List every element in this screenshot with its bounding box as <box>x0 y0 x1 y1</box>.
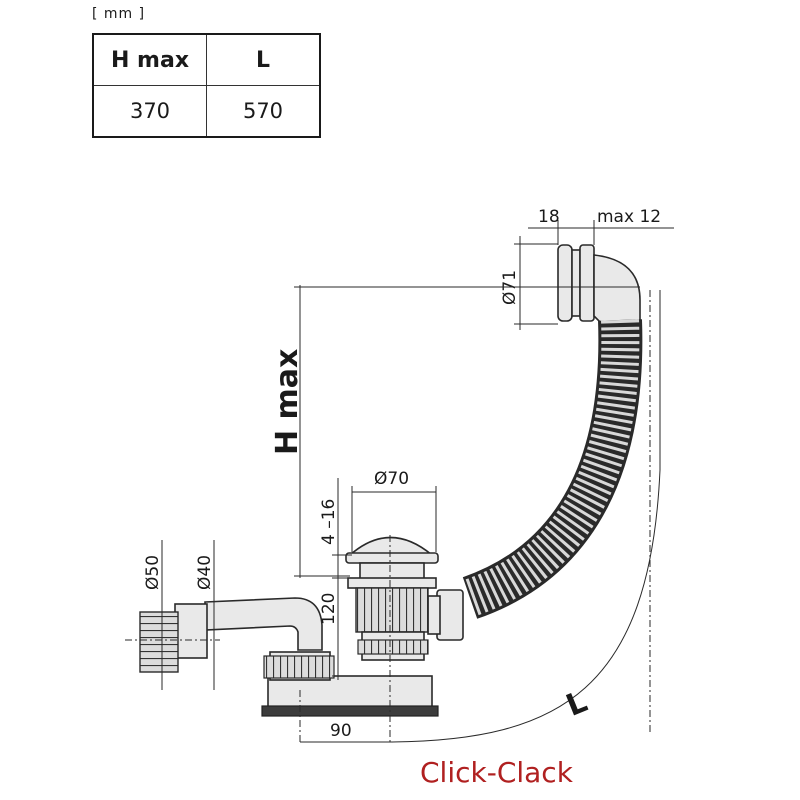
dim-d40: Ø40 <box>195 555 215 590</box>
waste-valve <box>345 536 439 661</box>
dim-l: L <box>561 684 592 724</box>
dim-18: 18 <box>538 207 560 227</box>
dim-120: 120 <box>319 593 339 625</box>
brand-label: Click-Clack <box>420 756 574 789</box>
dim-d70: Ø70 <box>374 469 409 489</box>
dim-max12: max 12 <box>597 207 661 227</box>
unit-label: [ mm ] <box>92 6 146 22</box>
dim-90: 90 <box>330 721 352 741</box>
dim-4-16: 4 –16 <box>319 499 339 545</box>
header-hmax: H max <box>92 33 207 86</box>
outlet-pipe <box>139 597 323 673</box>
overflow-head <box>557 244 641 323</box>
dim-hmax: H max <box>270 349 305 455</box>
spec-table: H max L 370 570 <box>92 33 321 138</box>
hose-connector <box>436 589 464 641</box>
header-l: L <box>206 33 321 86</box>
value-l: 570 <box>206 85 321 138</box>
trap-body <box>261 651 439 717</box>
dim-d50: Ø50 <box>143 555 163 590</box>
spec-table-header: H max L <box>92 33 321 86</box>
spec-table-row: 370 570 <box>92 85 321 138</box>
